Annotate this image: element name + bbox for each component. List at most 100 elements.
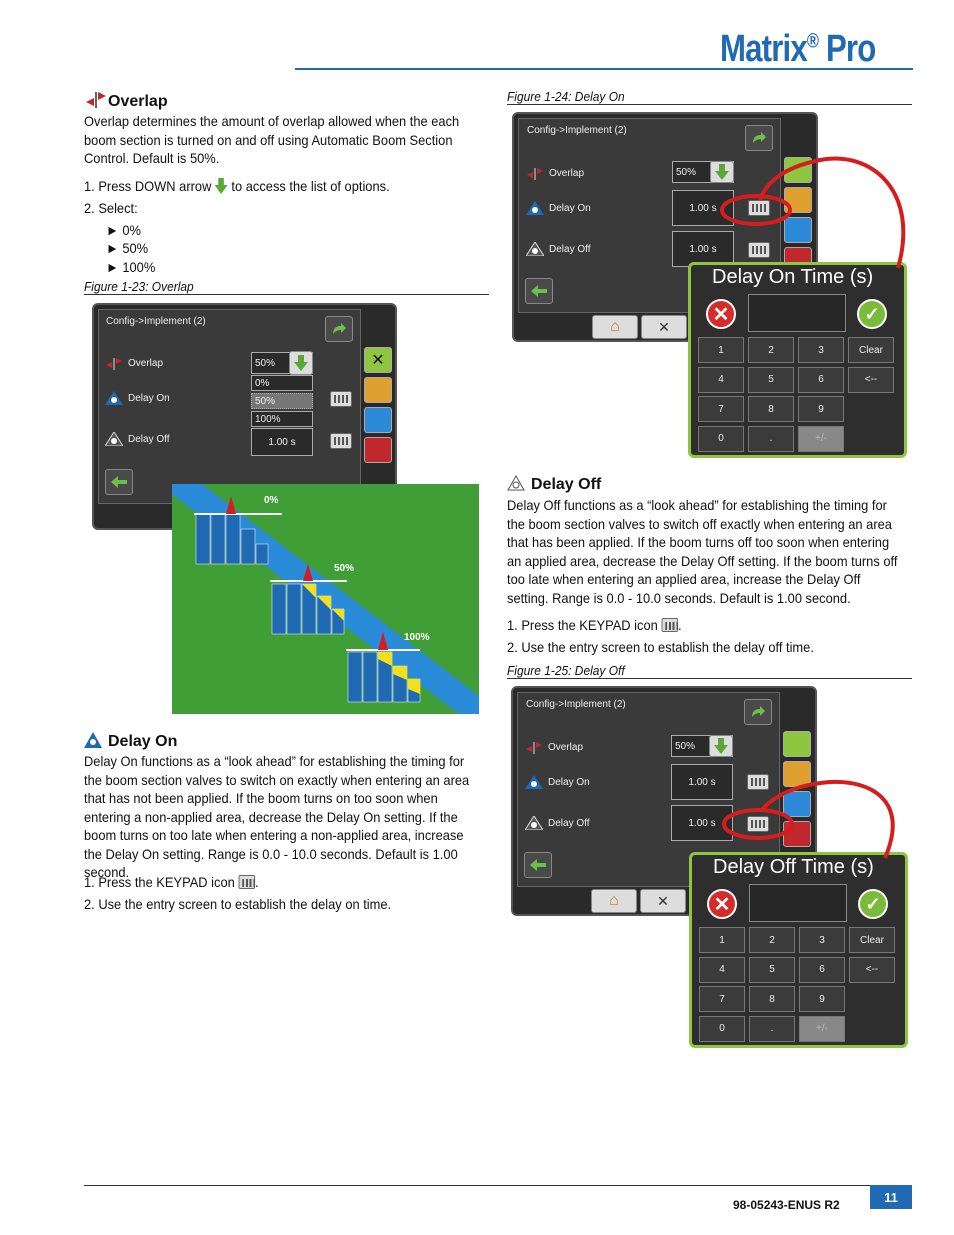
cancel-button[interactable]: ✕	[706, 299, 736, 329]
keypad-key[interactable]: <--	[849, 956, 895, 983]
keypad-key[interactable]: .	[748, 425, 794, 452]
home-button[interactable]: ⌂	[591, 889, 637, 913]
keypad-icon[interactable]	[747, 816, 769, 832]
overlap-body: Overlap determines the amount of overlap…	[84, 113, 460, 166]
delay-on-field[interactable]: 1.00 s	[671, 764, 733, 800]
keypad-key[interactable]: 6	[798, 366, 844, 393]
delay-off-label: Delay Off	[128, 434, 170, 445]
console-tab[interactable]	[783, 761, 811, 787]
keypad-key[interactable]: +/-	[799, 1015, 845, 1042]
overlap-dropdown-button[interactable]	[710, 161, 734, 183]
keypad-key[interactable]: 0	[699, 1015, 745, 1042]
keypad-key[interactable]: 8	[748, 396, 794, 422]
keypad-key[interactable]: 4	[698, 366, 744, 393]
overlap-step-1: 1. Press DOWN arrow to access the list o…	[84, 178, 390, 194]
delay-off-icon	[104, 431, 124, 447]
keypad-icon	[661, 618, 678, 632]
tools-tab[interactable]: ✕	[364, 347, 392, 373]
value-entry-field[interactable]	[748, 294, 846, 332]
back-button[interactable]	[105, 469, 133, 495]
boom-100-percent	[346, 632, 421, 703]
keypad-key[interactable]: <--	[848, 366, 894, 393]
display-tab[interactable]	[783, 791, 811, 817]
overlap-option-item[interactable]: 50%	[251, 393, 313, 409]
keypad-key[interactable]: 7	[699, 986, 745, 1012]
callout-arrow	[720, 156, 906, 269]
keypad-key[interactable]: .	[749, 1015, 795, 1042]
keypad-key[interactable]: 5	[749, 956, 795, 983]
keypad-key[interactable]: 8	[749, 986, 795, 1012]
popup-title: Delay Off Time (s)	[713, 856, 874, 878]
overlap-option-50: ► 50%	[106, 240, 149, 256]
keypad-key[interactable]: +/-	[798, 425, 844, 452]
overlap-label: Overlap	[128, 358, 164, 369]
tools-button[interactable]: ✕	[641, 315, 687, 339]
keypad-icon[interactable]	[748, 242, 770, 258]
keypad-key[interactable]: 2	[749, 927, 795, 953]
accept-button[interactable]: ✓	[858, 889, 888, 919]
delay-off-field[interactable]: 1.00 s	[251, 428, 313, 456]
diagram-label-100: 100%	[404, 632, 430, 643]
display-tab[interactable]	[784, 217, 812, 243]
keypad-icon[interactable]	[330, 433, 352, 449]
overlap-option-item[interactable]: 0%	[251, 375, 313, 391]
delay-on-label: Delay On	[549, 203, 591, 214]
keypad-key[interactable]: 0	[698, 425, 744, 452]
delay-on-icon	[84, 732, 102, 748]
overlap-label: Overlap	[548, 742, 584, 753]
tools-tab[interactable]	[783, 731, 811, 757]
console-tab[interactable]	[364, 377, 392, 403]
keypad-icon	[238, 875, 255, 889]
home-button[interactable]: ⌂	[592, 315, 638, 339]
keypad-key[interactable]: 9	[799, 986, 845, 1012]
keypad-key[interactable]: Clear	[848, 337, 894, 363]
overlap-dropdown-button[interactable]	[289, 351, 313, 375]
return-button[interactable]	[744, 699, 772, 725]
keypad-icon[interactable]	[748, 200, 770, 216]
screen-breadcrumb: Config->Implement (2)	[526, 699, 626, 710]
keypad-key[interactable]: 6	[799, 956, 845, 983]
keypad-key[interactable]: 7	[698, 396, 744, 422]
delay-on-icon	[105, 391, 123, 405]
back-button[interactable]	[524, 852, 552, 878]
delay-on-body: Delay On functions as a “look ahead” for…	[84, 753, 470, 880]
value-entry-field[interactable]	[749, 884, 847, 922]
toolbox-tab[interactable]	[783, 821, 811, 847]
header-rule	[295, 68, 913, 70]
back-button[interactable]	[525, 278, 553, 304]
keypad-key[interactable]: 5	[748, 366, 794, 393]
keypad-key[interactable]: 1	[698, 337, 744, 363]
delay-off-step-2: 2. Use the entry screen to establish the…	[507, 639, 814, 655]
display-tab[interactable]	[364, 407, 392, 433]
popup-title: Delay On Time (s)	[712, 266, 874, 288]
delay-on-icon	[526, 201, 544, 215]
home-icon: ⌂	[610, 318, 620, 335]
keypad-key[interactable]: 4	[699, 956, 745, 983]
console-tab[interactable]	[784, 187, 812, 213]
toolbox-tab[interactable]	[364, 437, 392, 463]
overlap-option-item[interactable]: 100%	[251, 411, 313, 427]
keypad-icon[interactable]	[747, 774, 769, 790]
keypad-icon[interactable]	[330, 391, 352, 407]
tools-button[interactable]: ✕	[640, 889, 686, 913]
keypad-key[interactable]: 1	[699, 927, 745, 953]
keypad-key[interactable]: 3	[799, 927, 845, 953]
diagram-label-50: 50%	[334, 563, 355, 574]
down-arrow-icon	[214, 178, 228, 194]
return-button[interactable]	[325, 316, 353, 342]
accept-button[interactable]: ✓	[857, 299, 887, 329]
cancel-button[interactable]: ✕	[707, 889, 737, 919]
overlap-option-100: ► 100%	[106, 259, 156, 275]
delay-on-heading: Delay On	[108, 733, 178, 750]
return-button[interactable]	[745, 125, 773, 151]
keypad-key[interactable]: 9	[798, 396, 844, 422]
keypad-key[interactable]: Clear	[849, 927, 895, 953]
keypad-key[interactable]: 3	[798, 337, 844, 363]
keypad-key[interactable]: 2	[748, 337, 794, 363]
overlap-option-0: ► 0%	[106, 222, 141, 238]
screen-breadcrumb: Config->Implement (2)	[106, 316, 206, 327]
overlap-step-2: 2. Select:	[84, 200, 138, 216]
delay-off-label: Delay Off	[549, 244, 591, 255]
overlap-dropdown-button[interactable]	[709, 735, 733, 757]
delay-off-field[interactable]: 1.00 s	[672, 231, 734, 267]
